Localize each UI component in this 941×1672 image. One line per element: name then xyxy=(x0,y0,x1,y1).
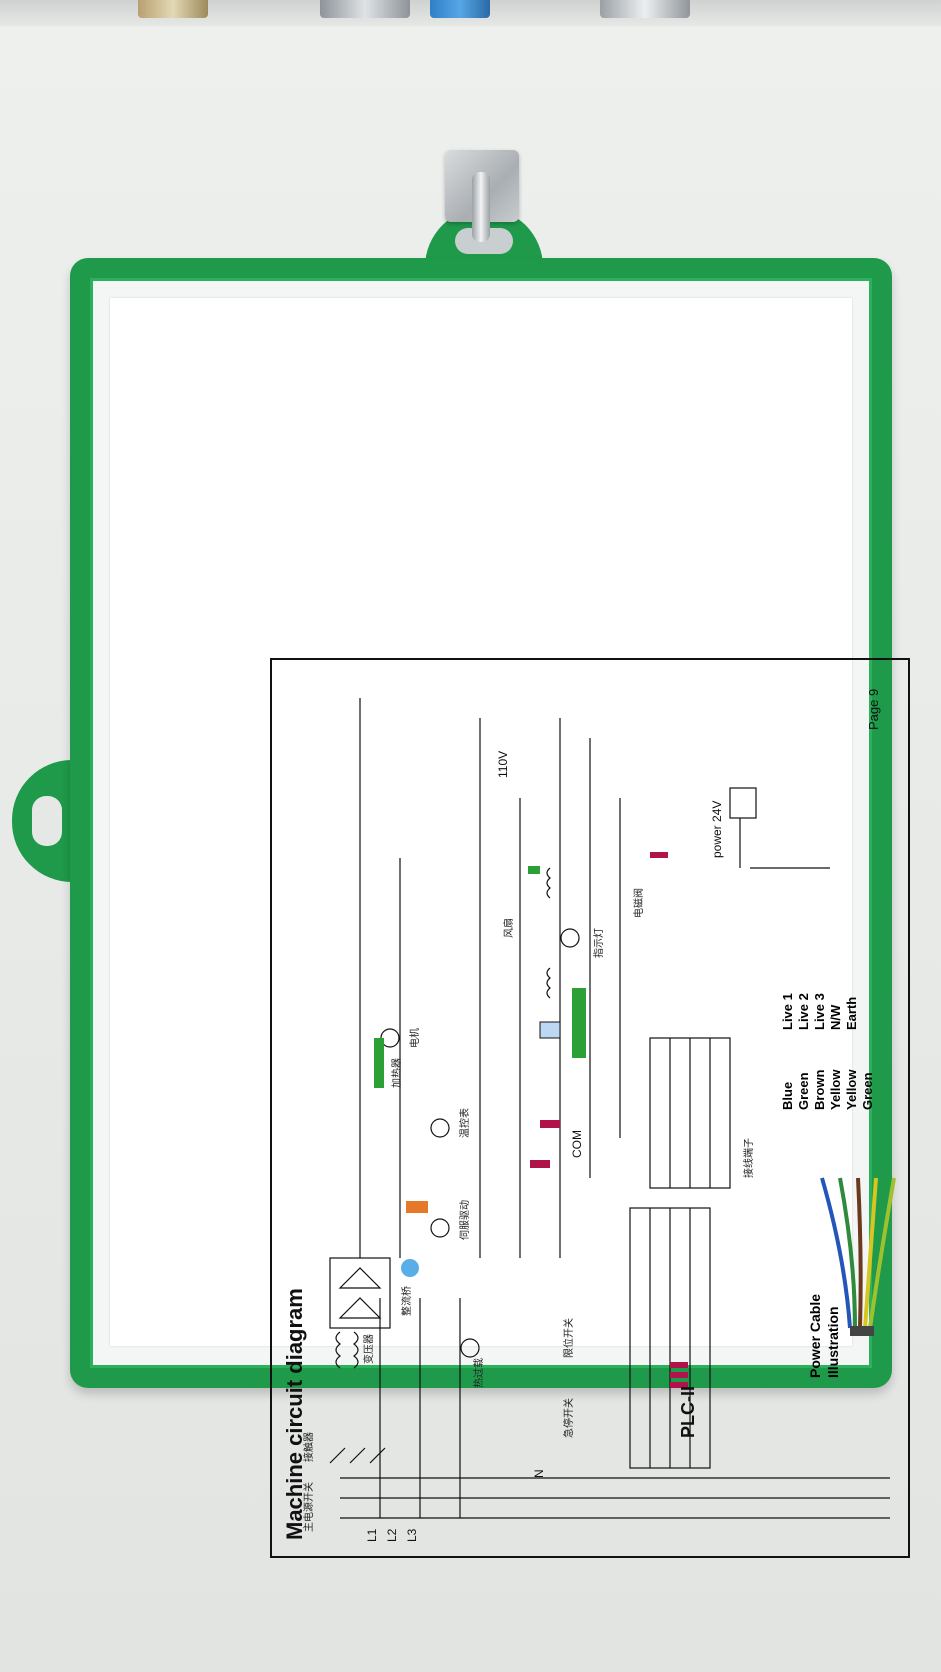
background-pipe xyxy=(138,0,208,18)
neutral-label: N xyxy=(532,1469,546,1478)
meter-symbol xyxy=(460,1338,480,1358)
green-connector xyxy=(528,866,540,874)
meter-symbol xyxy=(430,1218,450,1238)
legend-color: Yellow Green xyxy=(844,1069,875,1110)
legend-row: Green Live 2 xyxy=(796,993,812,1110)
page-number: Page 9 xyxy=(866,688,881,730)
cn-label: 整流桥 xyxy=(402,1286,413,1316)
circuit-sheet: Machine circuit diagram Page 9 PLC-II L1… xyxy=(110,298,910,1558)
legend-meaning: Live 1 xyxy=(780,993,795,1030)
power-label: power 24V xyxy=(710,800,724,858)
fuse-red xyxy=(670,1382,688,1388)
fuse-red xyxy=(530,1160,550,1168)
legend-meaning: N/W xyxy=(828,1004,843,1030)
background-pipe xyxy=(600,0,690,18)
cn-label: 急停开关 xyxy=(564,1398,575,1438)
cable-sheath xyxy=(850,1326,874,1336)
cn-label: 限位开关 xyxy=(564,1318,575,1358)
light-blue-component xyxy=(539,1021,561,1039)
power-cable-illustration xyxy=(820,1177,896,1336)
wire-yellow xyxy=(863,1177,878,1329)
wire-green xyxy=(838,1177,857,1329)
meter-symbol xyxy=(560,928,580,948)
cn-label: 热过载 xyxy=(474,1358,485,1388)
background-pipe xyxy=(430,0,490,18)
green-component xyxy=(572,988,586,1058)
legend-color: Blue xyxy=(780,1081,795,1110)
legend-row: Yellow N/W xyxy=(828,993,844,1110)
legend-meaning: Live 3 xyxy=(812,993,827,1030)
meter-symbol xyxy=(430,1118,450,1138)
breaker-symbol xyxy=(329,1447,386,1464)
wire-yellow-green xyxy=(868,1177,896,1329)
fuse-red xyxy=(670,1372,688,1378)
plc-terminal-grid xyxy=(649,1208,691,1468)
cn-label: 电机 xyxy=(410,1028,421,1048)
diode-symbol xyxy=(338,1267,382,1319)
fuse-red xyxy=(670,1362,688,1368)
cn-label: 主电源开关 xyxy=(304,1482,315,1532)
cn-label: 接触器 xyxy=(304,1432,315,1462)
cn-label: 风扇 xyxy=(504,918,515,938)
legend-color: Green xyxy=(796,1072,811,1110)
cable-legend: Blue Live 1 Green Live 2 Brown Live 3 Ye… xyxy=(780,993,875,1110)
orange-component xyxy=(406,1201,428,1213)
phase-label-l3: L3 xyxy=(405,1528,419,1542)
legend-row: Blue Live 1 xyxy=(780,993,796,1110)
cn-label: 加热器 xyxy=(392,1058,403,1088)
wire-brown xyxy=(856,1177,863,1329)
fuse-red xyxy=(650,852,668,858)
legend-color: Yellow xyxy=(828,1069,843,1110)
cn-label: 温控表 xyxy=(460,1108,471,1138)
background-pipe xyxy=(320,0,410,18)
cn-label: 伺服驱动 xyxy=(460,1200,471,1240)
plc-label: PLC-II xyxy=(678,1386,698,1438)
circuit-schematic xyxy=(329,698,896,1519)
wall-hook xyxy=(472,172,490,242)
coil-symbol xyxy=(546,867,551,899)
blue-component xyxy=(401,1259,419,1277)
com-label: COM xyxy=(570,1130,584,1158)
fuse-red xyxy=(540,1120,560,1128)
green-component xyxy=(374,1038,384,1088)
cn-label: 电磁阀 xyxy=(634,888,645,918)
transformer-coil xyxy=(353,1331,359,1369)
power-supply-box xyxy=(729,787,757,819)
legend-meaning: Live 2 xyxy=(796,993,811,1030)
cn-label: 变压器 xyxy=(364,1334,375,1364)
legend-row: Brown Live 3 xyxy=(812,993,828,1110)
phase-label-l2: L2 xyxy=(385,1528,399,1542)
voltage-label: 110V xyxy=(496,750,510,778)
cn-label: 指示灯 xyxy=(594,928,605,958)
phase-label-l1: L1 xyxy=(365,1528,379,1542)
cable-caption: Power Cable Illustration xyxy=(807,1293,841,1378)
legend-meaning: Earth xyxy=(844,996,859,1030)
transformer-coil xyxy=(335,1331,341,1369)
legend-row: Yellow Green Earth xyxy=(844,993,875,1110)
legend-color: Brown xyxy=(812,1069,827,1110)
rotated-diagram: Machine circuit diagram Page 9 PLC-II L1… xyxy=(270,638,910,1558)
wire-blue xyxy=(820,1177,852,1329)
cn-label: 接线端子 xyxy=(744,1138,755,1178)
coil-symbol xyxy=(546,967,551,999)
